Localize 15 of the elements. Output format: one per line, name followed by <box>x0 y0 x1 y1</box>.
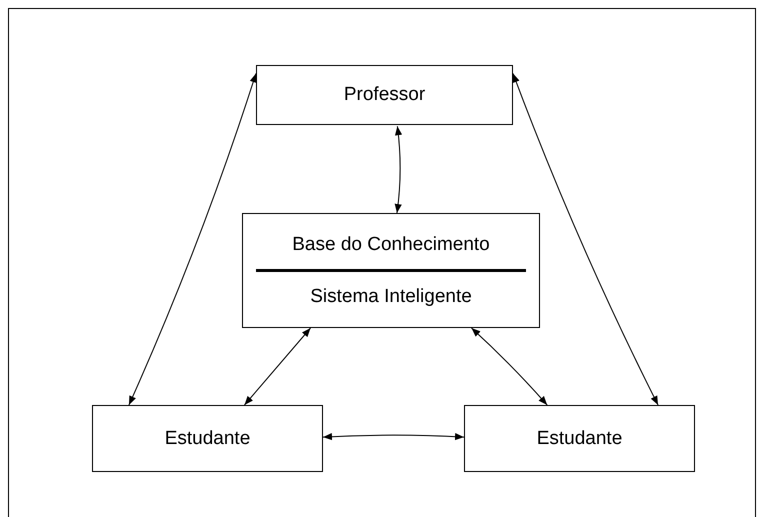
split-box <box>242 213 540 328</box>
double-arrow <box>128 72 257 406</box>
double-arrow <box>394 126 402 214</box>
node-label: Estudante <box>164 428 250 450</box>
process-box <box>92 405 323 472</box>
node-label: Sistema Inteligente <box>310 286 472 308</box>
process-box <box>464 405 695 472</box>
node-label: Estudante <box>536 428 622 450</box>
double-arrow <box>512 72 659 406</box>
double-arrow <box>244 328 312 406</box>
node-label: Professor <box>344 84 426 106</box>
node-label: Base do Conhecimento <box>292 234 490 256</box>
process-box <box>256 65 513 125</box>
double-arrow <box>470 328 548 406</box>
double-arrow <box>322 433 464 440</box>
